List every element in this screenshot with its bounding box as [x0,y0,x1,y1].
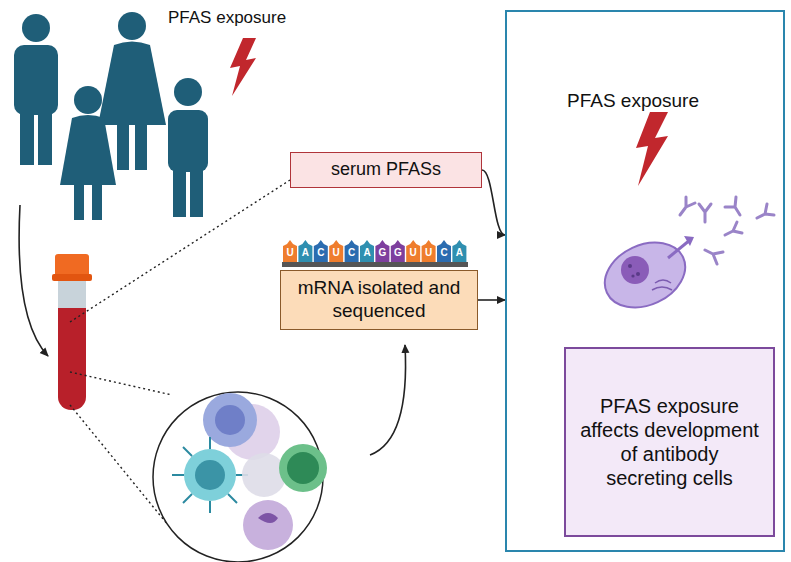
base-tile [452,240,466,262]
base-letter: G [391,247,405,259]
base-tile [314,240,328,262]
base-letter: U [406,247,420,259]
base-letter: A [452,247,466,259]
plasma-cell [594,230,695,320]
base-tile [298,240,312,262]
base-tile [391,240,405,262]
base-letter: A [298,247,312,259]
base-tile [437,240,451,262]
flow-arrow [19,205,48,356]
base-tile [406,240,420,262]
blood-cells [153,392,327,562]
base-tile [375,240,389,262]
people-figures [14,12,208,220]
base-letter: C [345,247,359,259]
lightning [636,112,668,186]
process-box: mRNA isolated and sequenced [280,270,478,330]
base-letter: C [314,247,328,259]
node-text: serum PFASs [331,159,441,181]
lightning [230,38,256,96]
base-letter: U [329,247,343,259]
node-text: PFAS exposure [507,90,783,113]
flow-arrow [482,170,505,235]
result-panel: PFAS exposurePFAS exposure affects devel… [505,10,785,552]
base-tile [422,240,436,262]
base-letter: U [422,247,436,259]
base-tile [283,240,297,262]
base-letter: A [360,247,374,259]
node-text: mRNA isolated and sequenced [293,277,465,323]
flow-arrow [478,299,505,301]
rna-strand [282,262,468,267]
flow-arrow [370,345,406,455]
base-letter: G [375,247,389,259]
rna-tiles [283,240,466,262]
base-tile [345,240,359,262]
base-tile [360,240,374,262]
antibodies [680,197,774,264]
conclusion-box: PFAS exposure affects development of ant… [564,347,775,537]
blood-tube [52,254,92,410]
exposure-label: PFAS exposure [168,8,286,28]
base-letter: U [283,247,297,259]
base-letter: C [437,247,451,259]
sample-box: serum PFASs [290,152,482,188]
base-tile [329,240,343,262]
node-text: PFAS exposure affects development of ant… [578,394,761,490]
